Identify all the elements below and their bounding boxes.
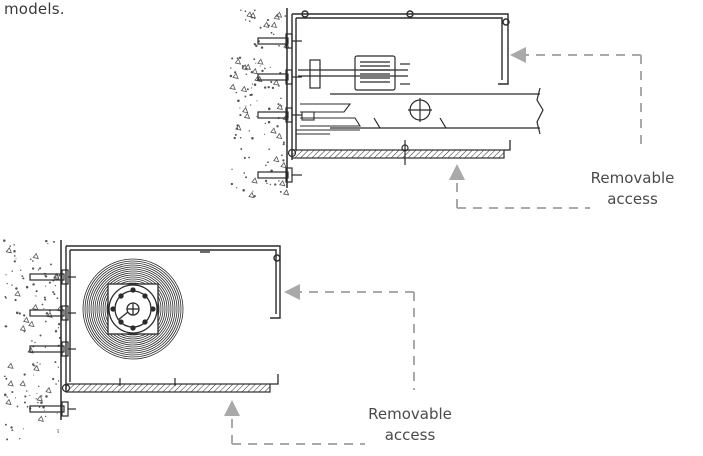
bottom-bracket-detail bbox=[3, 239, 415, 445]
insulated-pipe bbox=[82, 258, 184, 360]
bracket-frame-top bbox=[291, 10, 510, 160]
removable-access-label-bottom: Removable access bbox=[355, 404, 465, 446]
removable-access-label-top: Removable access bbox=[580, 168, 685, 210]
top-bracket-detail bbox=[229, 8, 642, 209]
removable-plate-top bbox=[287, 140, 511, 165]
heading-fragment: models. bbox=[4, 0, 65, 18]
removable-plate-bottom bbox=[61, 374, 279, 393]
removable-access-label-top-line2: access bbox=[607, 190, 658, 208]
pipe-core bbox=[107, 283, 159, 335]
concrete-wall-bottom bbox=[3, 239, 63, 441]
anchor-bolts-top bbox=[257, 33, 302, 183]
removable-access-label-bottom-line1: Removable bbox=[368, 405, 452, 423]
beam-section bbox=[330, 87, 544, 135]
removable-access-label-top-line1: Removable bbox=[590, 169, 675, 187]
pipe-guide bbox=[296, 103, 361, 135]
access-arrow-top bbox=[449, 47, 642, 209]
access-arrow-bottom bbox=[224, 284, 415, 445]
spring-hanger bbox=[298, 55, 410, 91]
removable-access-label-bottom-line2: access bbox=[384, 426, 436, 444]
bracket-frame-bottom bbox=[65, 245, 281, 390]
